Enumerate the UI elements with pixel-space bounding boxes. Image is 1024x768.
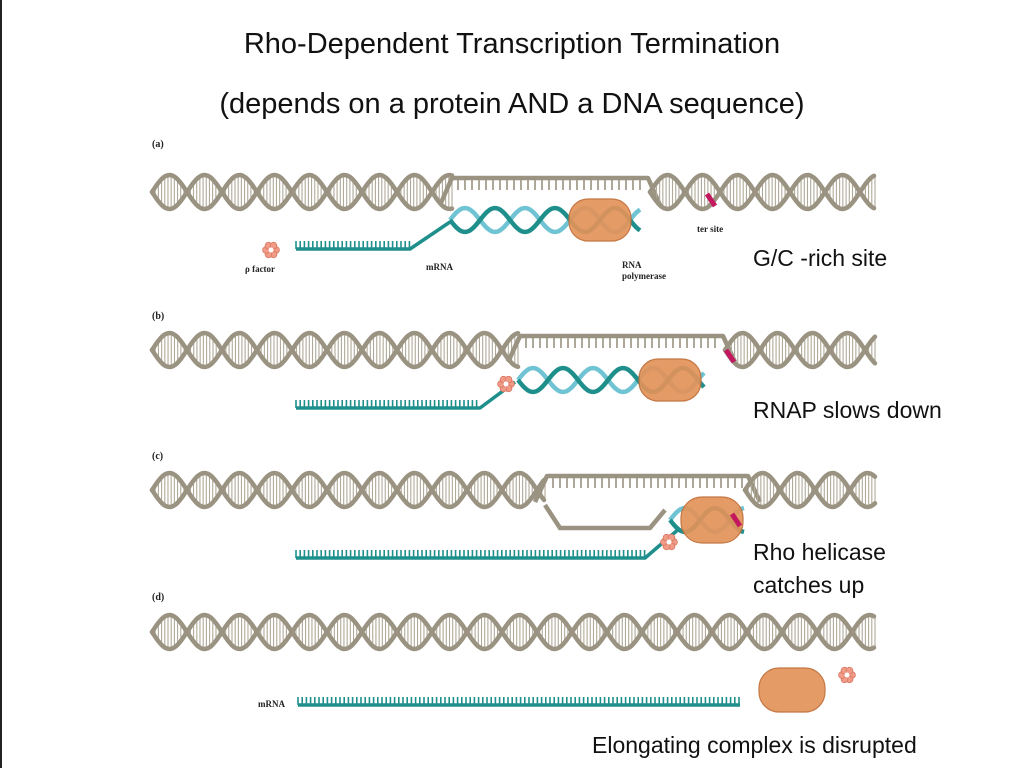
panel-c-dna-left <box>149 470 547 510</box>
panel-c-rna-polymerase <box>680 496 744 544</box>
panel-d-released-mrna <box>297 697 740 707</box>
panel-a-rho-factor <box>262 241 280 259</box>
panel-d-diagram <box>149 612 877 713</box>
panel-d-rna-polymerase <box>758 667 826 713</box>
panel-b-rna-polymerase <box>638 358 702 402</box>
caption-gc-rich-site: G/C -rich site <box>753 245 888 271</box>
panel-c-template-strand <box>543 503 667 531</box>
rna-polymerase-label-line1: RNA <box>622 260 642 270</box>
panel-d-letter: (d) <box>152 592 165 603</box>
panel-c-diagram <box>149 470 878 560</box>
panel-c-dna-right <box>742 470 878 510</box>
panel-b-letter: (b) <box>152 311 165 322</box>
panel-a-diagram <box>149 172 877 259</box>
ter-site-label: ter site <box>697 224 724 234</box>
panel-b-transcription-bubble <box>505 333 738 363</box>
slide-title: Rho-Dependent Transcription Termination <box>243 28 781 60</box>
panel-c-mrna <box>295 526 682 560</box>
panel-a-mrna <box>295 220 451 251</box>
caption-rnap-slows: RNAP slows down <box>753 397 942 423</box>
panel-d-rho-factor <box>838 666 856 684</box>
panel-c-ter-site <box>729 512 743 528</box>
slide-left-border <box>0 0 2 768</box>
panel-b-mrna <box>295 380 517 410</box>
caption-complex-disrupted: Elongating complex is disrupted <box>592 732 917 758</box>
panel-a-rna-polymerase <box>568 198 632 242</box>
panel-b-diagram <box>149 330 878 410</box>
panel-b-ter-site <box>723 348 737 364</box>
panel-a-transcription-bubble <box>437 175 663 206</box>
mrna-label: mRNA <box>426 262 453 272</box>
rna-polymerase-label-line2: polymerase <box>622 271 666 281</box>
released-mrna-label: mRNA <box>258 699 285 709</box>
panel-c-rho-factor <box>660 533 678 551</box>
panel-a-dna-left <box>149 172 455 212</box>
slide-subtitle: (depends on a protein AND a DNA sequence… <box>219 88 805 120</box>
panel-a-letter: (a) <box>152 139 164 150</box>
panel-a-ter-site <box>704 192 718 208</box>
panel-d-dna <box>149 612 877 652</box>
panel-b-dna-left <box>149 330 521 370</box>
caption-rho-helicase-line1: Rho helicase <box>753 539 886 565</box>
caption-rho-helicase-line2: catches up <box>753 572 865 598</box>
panel-c-letter: (c) <box>152 451 164 462</box>
panel-b-rho-factor <box>497 375 515 393</box>
panel-a-dna-right <box>647 172 877 212</box>
rho-factor-label: ρ factor <box>245 264 276 274</box>
panel-b-dna-right <box>722 330 878 370</box>
